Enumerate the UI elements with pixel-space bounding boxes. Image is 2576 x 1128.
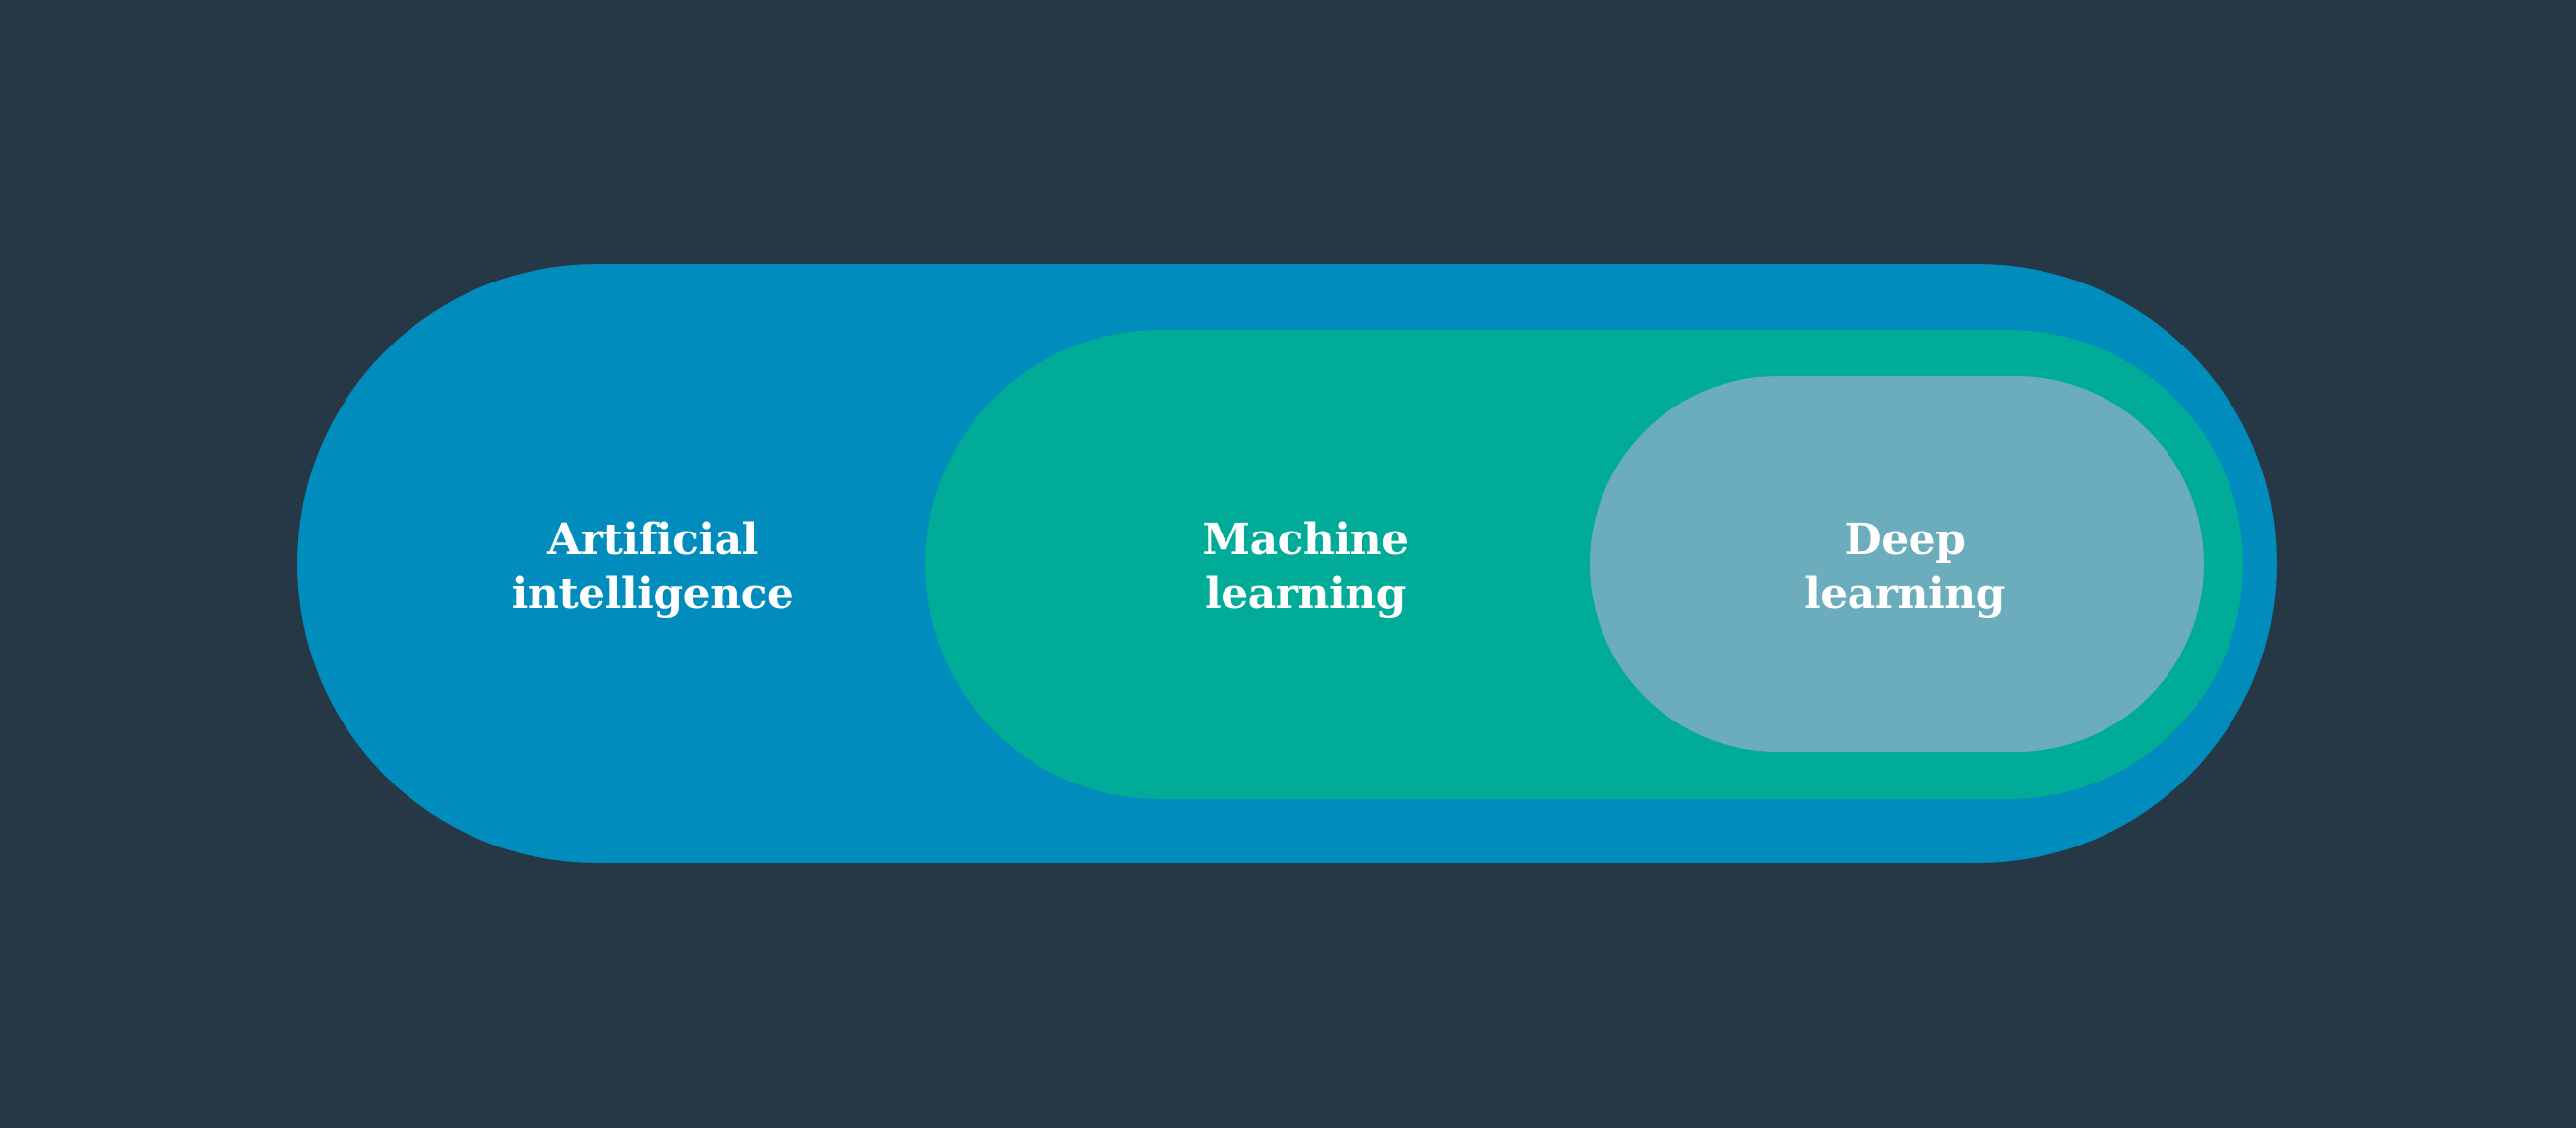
artificial-intelligence-label-line-2: intelligence (511, 569, 794, 619)
machine-learning-label: Machine learning (1202, 513, 1409, 621)
deep-learning-label: Deep learning (1804, 513, 2005, 621)
deep-learning-label-line-1: Deep (1844, 515, 1966, 565)
deep-learning-label-line-2: learning (1804, 569, 2005, 619)
machine-learning-label-line-1: Machine (1202, 515, 1409, 565)
artificial-intelligence-label-line-1: Artificial (547, 515, 758, 565)
artificial-intelligence-label: Artificial intelligence (512, 513, 794, 621)
machine-learning-label-line-2: learning (1205, 569, 1406, 619)
deep-learning-set (1590, 376, 2204, 752)
